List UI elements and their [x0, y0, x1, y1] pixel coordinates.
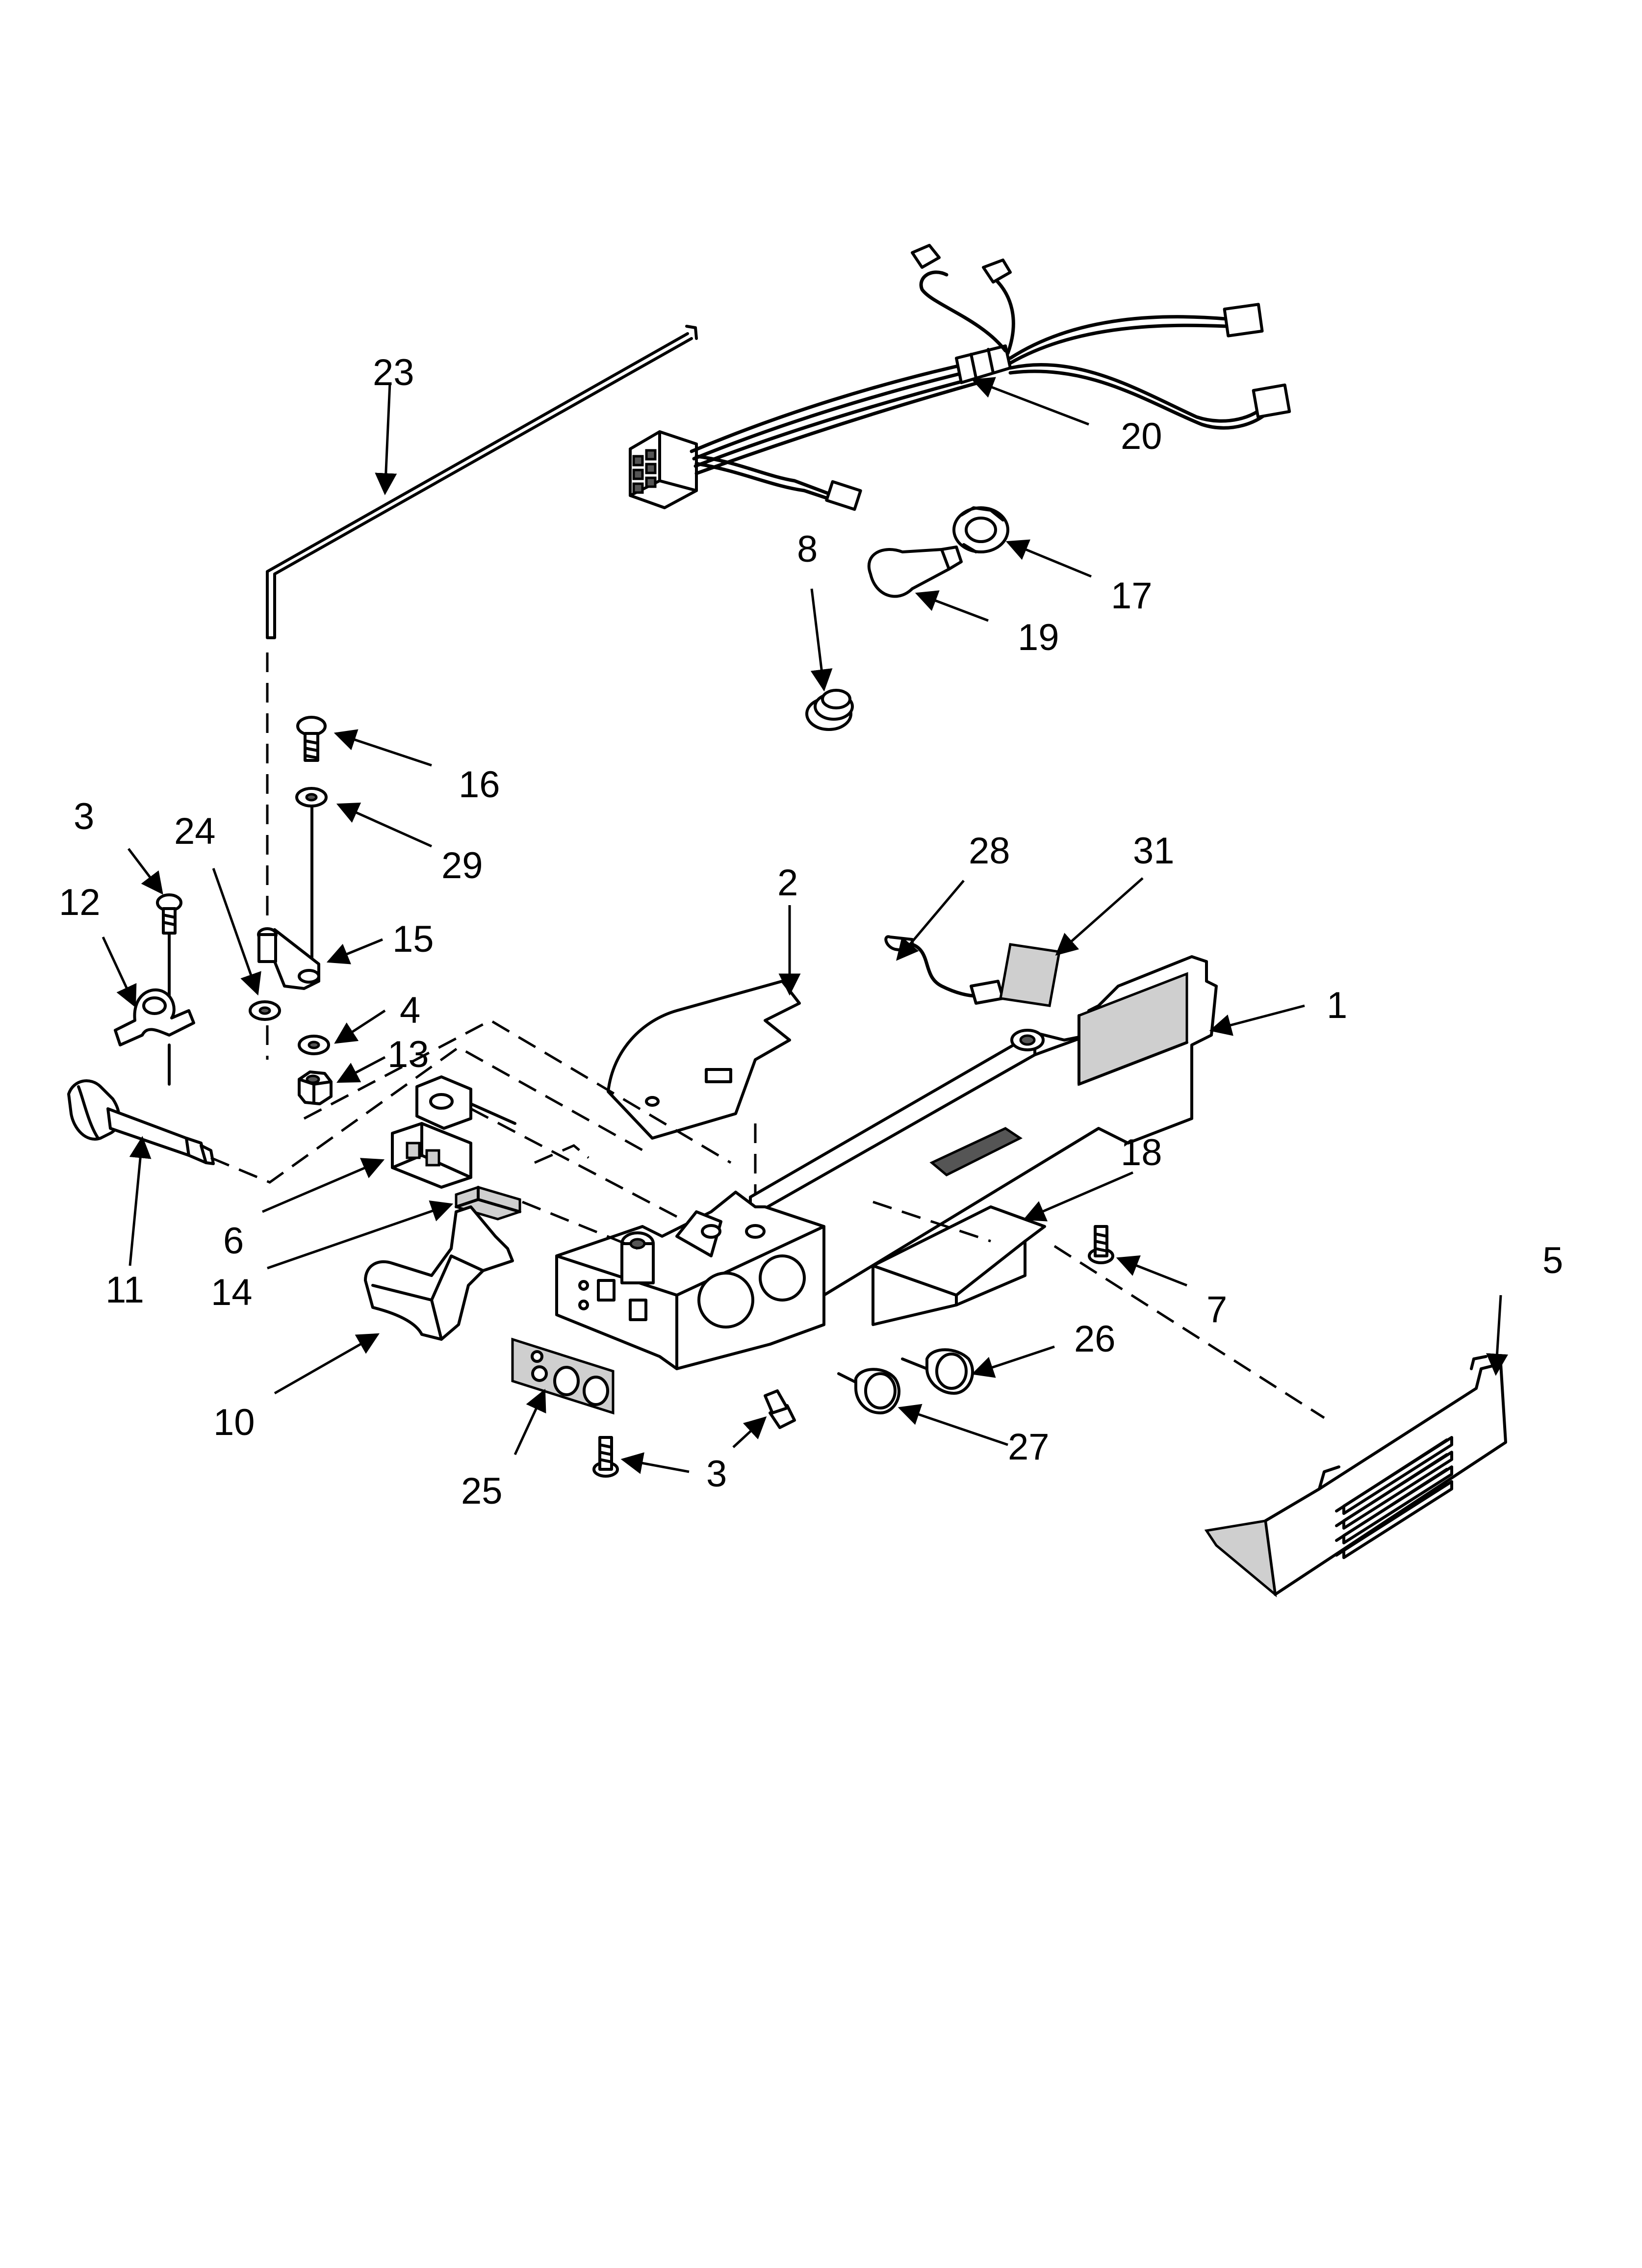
part-15-lever: [257, 927, 320, 990]
part-25-bezel: [511, 1337, 615, 1415]
callout-29: 29: [441, 845, 483, 886]
part-5-grille-panel: [1204, 1355, 1507, 1598]
part-10-cover: [364, 1205, 514, 1341]
assembly-lines: [210, 1019, 1325, 1419]
callout-31: 31: [1133, 830, 1175, 872]
part-20-wire-harness: [629, 244, 1291, 511]
part-13-nut: [298, 1070, 333, 1105]
part-3-screw-lower-1: [592, 1436, 619, 1478]
callout-1: 1: [1327, 985, 1347, 1026]
callout-3-upper: 3: [74, 796, 94, 837]
callout-labels: 23 20 8 17 19 16 29 3 24 12 15 4 13 2 28…: [59, 352, 1563, 1512]
part-29-washer: [295, 787, 328, 808]
part-3-screw-lower-2: [764, 1389, 796, 1429]
part-6-switch-assembly: [391, 1075, 516, 1189]
callout-12: 12: [59, 882, 101, 923]
part-19-light-bulb: [867, 546, 963, 598]
part-17-lamp-socket: [952, 506, 1009, 553]
leader-lines: [102, 377, 1508, 1474]
callout-20: 20: [1121, 416, 1162, 457]
part-26-knob: [901, 1348, 975, 1395]
part-4-washer: [298, 1035, 330, 1055]
callout-24: 24: [174, 810, 216, 852]
callout-17: 17: [1111, 575, 1153, 617]
callout-15: 15: [392, 918, 434, 960]
callout-3-lower: 3: [706, 1453, 727, 1495]
callout-26: 26: [1074, 1318, 1116, 1360]
callout-8: 8: [797, 528, 818, 570]
callout-27: 27: [1008, 1426, 1050, 1468]
part-3-screw-upper: [156, 893, 182, 997]
callout-13: 13: [387, 1034, 429, 1075]
callout-2: 2: [777, 862, 798, 904]
callout-11: 11: [105, 1269, 144, 1311]
part-16-screw: [296, 716, 327, 762]
callout-4: 4: [400, 990, 420, 1031]
part-2-shield: [607, 980, 801, 1140]
part-8-plug: [805, 689, 854, 731]
callout-5: 5: [1542, 1240, 1563, 1281]
part-12-clamp: [114, 988, 195, 1086]
part-23-rod: [266, 325, 698, 639]
callout-18: 18: [1121, 1132, 1162, 1173]
callout-10: 10: [213, 1402, 255, 1443]
part-24-washer: [249, 1000, 281, 1021]
callout-25: 25: [461, 1470, 503, 1512]
part-1-housing: [555, 955, 1218, 1370]
part-18-insulation: [872, 1205, 1046, 1326]
part-28-thermistor: [884, 935, 1004, 1005]
part-7-screw: [1088, 1225, 1114, 1264]
callout-19: 19: [1018, 617, 1059, 658]
part-11-pivot-shaft: [67, 1079, 215, 1165]
callout-14: 14: [211, 1272, 253, 1313]
callout-28: 28: [969, 830, 1010, 872]
part-27-knob: [837, 1368, 901, 1414]
callout-7: 7: [1206, 1289, 1227, 1330]
callout-6: 6: [223, 1220, 244, 1262]
callout-23: 23: [373, 352, 414, 393]
callout-16: 16: [459, 764, 500, 806]
part-31-pad: [999, 943, 1061, 1007]
